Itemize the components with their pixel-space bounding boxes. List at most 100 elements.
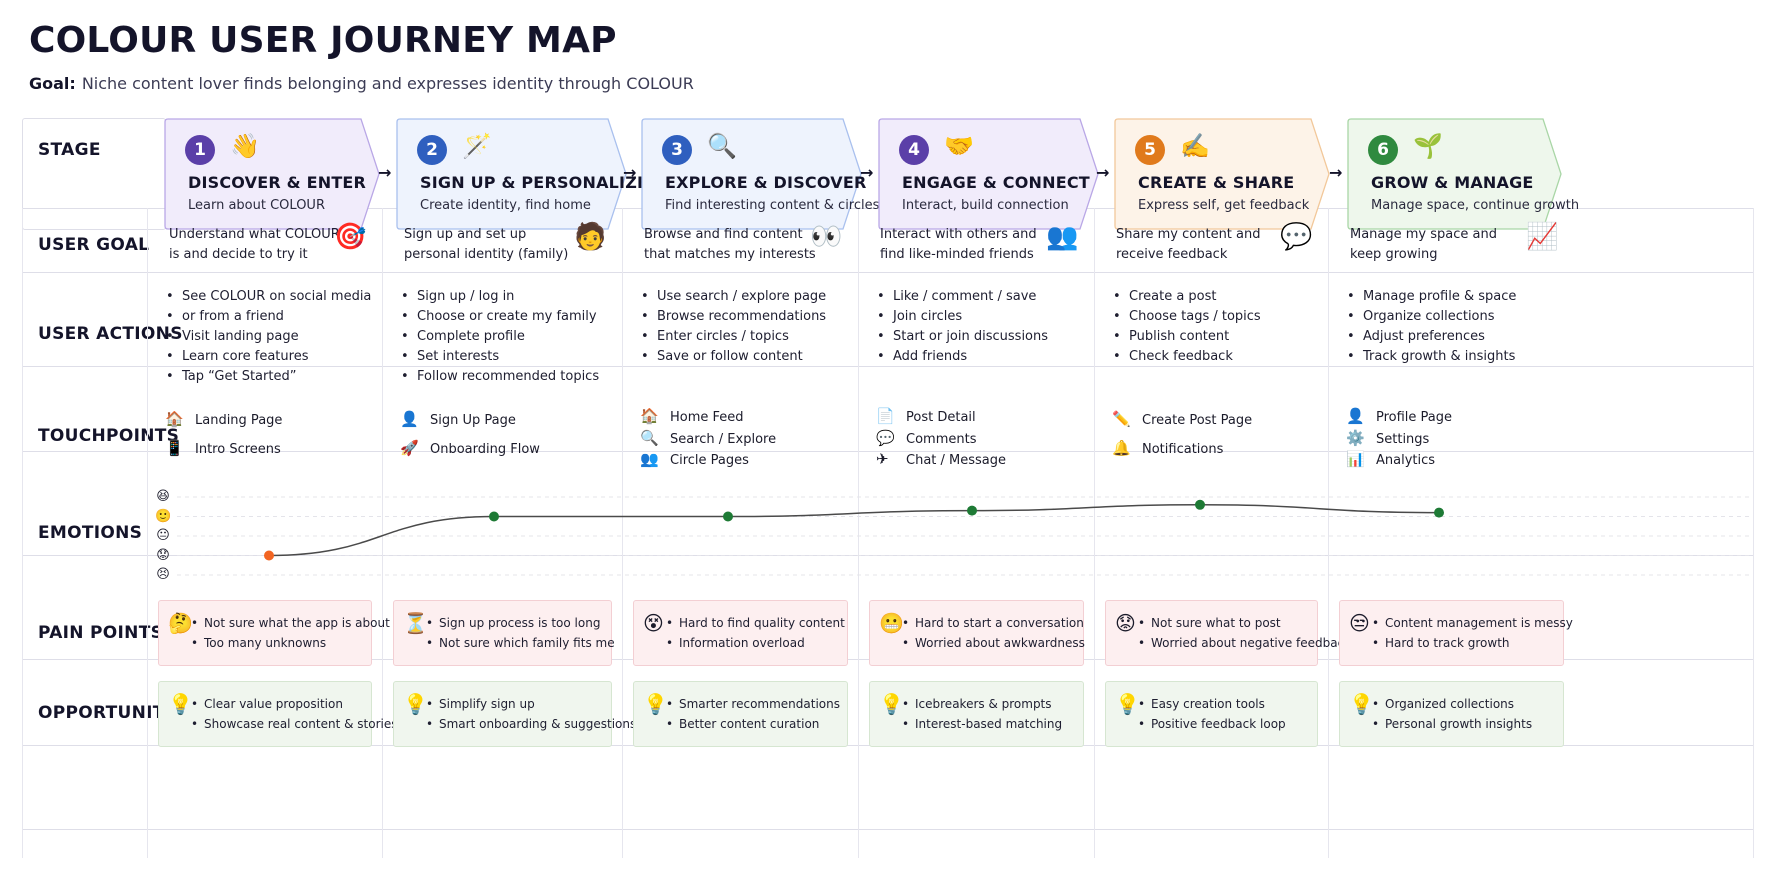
emotion-point-2 [489, 511, 499, 522]
action-item: Choose tags / topics [1111, 307, 1325, 327]
touchpoint-item[interactable]: 🏠 Home Feed [640, 407, 744, 425]
emotion-point-1 [264, 550, 274, 561]
touchpoint-icon: 📄 [876, 407, 895, 425]
emotion-scale-icon: 😐 [156, 528, 170, 543]
pain-emoji-icon: 😵 [643, 611, 664, 635]
row-label-user-actions: USER ACTIONS [38, 324, 183, 344]
touchpoint-item[interactable]: 🔍Search / Explore [640, 429, 776, 447]
stage-4-emoji-icon: 🤝 [944, 132, 974, 160]
opportunities-5: 💡Easy creation toolsPositive feedback lo… [1105, 681, 1318, 747]
stage-1-shape [164, 118, 380, 230]
pain-points-3: 😵Hard to find quality contentInformation… [633, 600, 848, 666]
user-goal-6-emoji-icon: 📈 [1526, 222, 1559, 252]
pain-item: Worried about awkwardness [902, 633, 1085, 653]
row-label-touchpoints: TOUCHPOINTS [38, 426, 180, 446]
user-goal-1-emoji-icon: 🎯 [334, 222, 367, 252]
lightbulb-icon: 💡 [1115, 692, 1140, 716]
touchpoint-item[interactable]: ✈Chat / Message [876, 450, 1006, 468]
opportunity-item: Showcase real content & stories [191, 714, 397, 734]
touchpoint-label: Circle Pages [670, 453, 749, 468]
journey-grid: STAGE USER GOAL USER ACTIONS TOUCHPOINTS… [22, 118, 1754, 858]
lightbulb-icon: 💡 [643, 692, 668, 716]
opportunity-item: Smart onboarding & suggestions [426, 714, 636, 734]
emotion-point-4 [967, 505, 977, 516]
touchpoint-item[interactable]: 🔔Notifications [1112, 439, 1223, 457]
lightbulb-icon: 💡 [403, 692, 428, 716]
touchpoint-label: Comments [906, 431, 977, 447]
pain-item: Not sure what to post [1138, 613, 1351, 633]
user-actions-5: Create a postChoose tags / topicsPublish… [1111, 287, 1325, 367]
touchpoint-item[interactable]: 👥Circle Pages [640, 450, 749, 468]
user-goal-3: Browse and find content that matches my … [644, 227, 816, 262]
stage-3-number: 3 [662, 135, 692, 165]
touchpoint-item[interactable]: 💬Comments [876, 429, 976, 447]
touchpoint-item[interactable]: 📄 Post Detail [876, 407, 976, 425]
touchpoint-item[interactable]: ⚙️Settings [1346, 429, 1429, 447]
touchpoint-item[interactable]: 👤Profile Page [1346, 407, 1452, 425]
opportunity-item: Positive feedback loop [1138, 714, 1286, 734]
touchpoint-icon: 📱 [165, 439, 184, 457]
pain-points-4: 😬Hard to start a conversationWorried abo… [869, 600, 1085, 666]
pain-item: Hard to track growth [1372, 633, 1573, 653]
stage-1-name: DISCOVER & ENTER [188, 173, 367, 192]
emotion-scale-icon: 🙂 [155, 508, 172, 524]
touchpoint-item[interactable]: 🚀Onboarding Flow [400, 439, 540, 457]
touchpoint-label: Home Feed [670, 410, 744, 425]
row-divider [22, 272, 1754, 273]
lightbulb-icon: 💡 [168, 692, 193, 716]
touchpoint-label: Chat / Message [906, 453, 1007, 468]
pain-list: Not sure what to postWorried about negat… [1138, 613, 1351, 653]
row-label-stage: STAGE [38, 140, 101, 160]
stage-arrow-icon: → [1329, 163, 1343, 182]
stage-4-subtitle: Interact, build connection [902, 198, 1069, 213]
action-item: Visit landing page [164, 327, 379, 347]
action-item: Like / comment / save [875, 287, 1091, 307]
user-goal-4: Interact with others and find like-minde… [880, 227, 1037, 262]
stage-3-emoji-icon: 🔍 [707, 132, 737, 160]
stage-5-emoji-icon: ✍️ [1180, 132, 1210, 160]
opportunity-list: Clear value propositionShowcase real con… [191, 694, 397, 734]
pain-emoji-icon: 😒 [1349, 611, 1370, 635]
touchpoint-label: Post Detail [906, 410, 976, 425]
action-item: See COLOUR on social media [164, 287, 379, 307]
row-divider [22, 829, 1754, 830]
pain-list: Hard to find quality contentInformation … [666, 613, 845, 653]
emotion-curve-chart [177, 496, 1750, 576]
emotion-point-6 [1434, 507, 1444, 518]
opportunity-list: Smarter recommendationsBetter content cu… [666, 694, 840, 734]
goal-label: Goal: [29, 74, 76, 93]
pain-emoji-icon: 😬 [879, 611, 904, 635]
pain-emoji-icon: ⏳ [403, 611, 428, 635]
action-item: Track growth & insights [1345, 347, 1571, 367]
touchpoint-icon: 🏠 [640, 407, 659, 425]
stage-arrow-icon: → [1096, 163, 1110, 182]
column-divider [1328, 208, 1329, 858]
action-item: Manage profile & space [1345, 287, 1571, 307]
opportunities-4: 💡Icebreakers & promptsInterest-based mat… [869, 681, 1084, 747]
touchpoint-item[interactable]: 👤Sign Up Page [400, 410, 516, 428]
touchpoint-label: Onboarding Flow [430, 442, 540, 457]
touchpoint-label: Sign Up Page [430, 413, 516, 428]
pain-item: Hard to find quality content [666, 613, 845, 633]
emotion-curve [268, 504, 1440, 557]
touchpoint-icon: 🔔 [1112, 439, 1131, 457]
touchpoint-item[interactable]: 🏠Landing Page [165, 410, 282, 428]
touchpoint-item[interactable]: 📱Intro Screens [165, 439, 281, 457]
opportunities-1: 💡Clear value propositionShowcase real co… [158, 681, 397, 747]
touchpoint-item[interactable]: ✏️Create Post Page [1112, 410, 1252, 428]
column-divider [622, 208, 623, 858]
touchpoint-item[interactable]: 📊Analytics [1346, 450, 1435, 468]
touchpoint-icon: 🏠 [165, 410, 184, 428]
action-item: Add friends [875, 347, 1091, 367]
stage-6-shape [1347, 118, 1562, 230]
emotion-point-3 [723, 511, 733, 522]
user-actions-4: Like / comment / saveJoin circlesStart o… [875, 287, 1091, 367]
stage-2-number: 2 [417, 135, 447, 165]
grid-border [22, 208, 23, 858]
user-goal-5: Share my content and receive feedback [1116, 227, 1261, 262]
opportunities-6: 💡Organized collectionsPersonal growth in… [1339, 681, 1564, 747]
pain-points-6: 😒Content management is messyHard to trac… [1339, 600, 1573, 666]
opportunity-item: Clear value proposition [191, 694, 397, 714]
action-item: Adjust preferences [1345, 327, 1571, 347]
